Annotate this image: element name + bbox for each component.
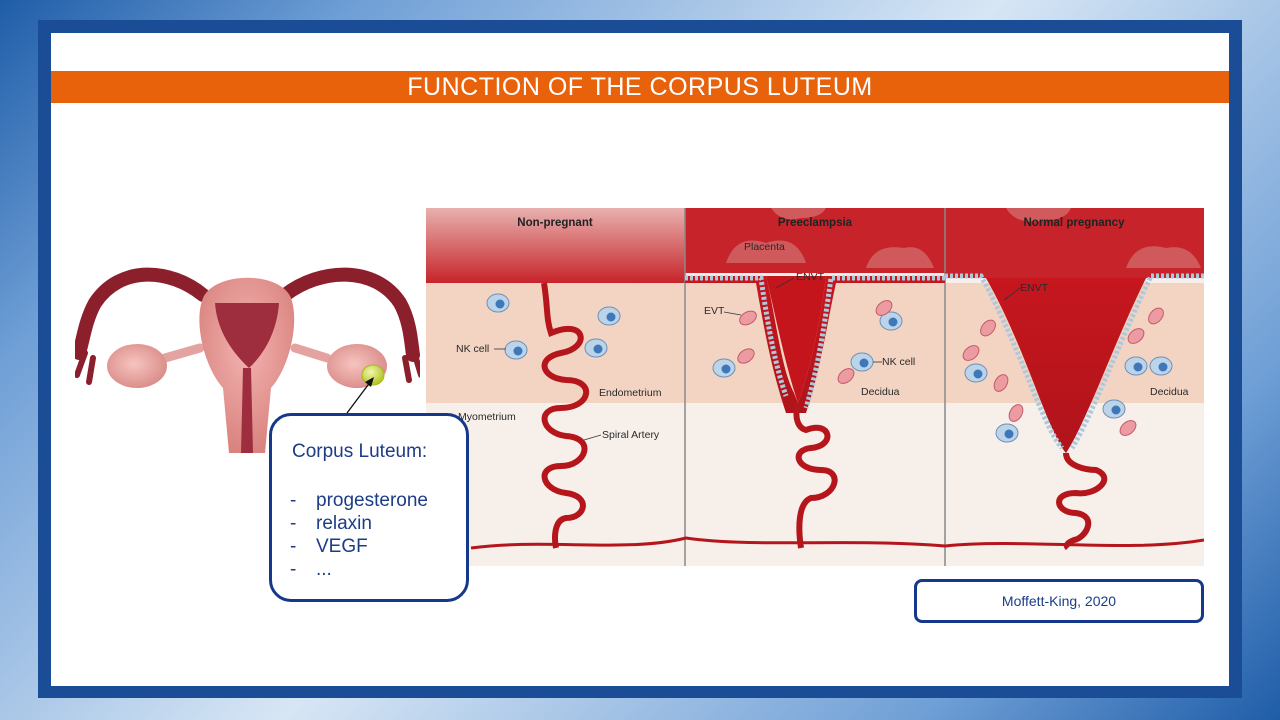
panel-heading-normal-pregnancy: Normal pregnancy	[1024, 217, 1126, 229]
title-bar: FUNCTION OF THE CORPUS LUTEUM	[51, 71, 1229, 103]
slide-title: FUNCTION OF THE CORPUS LUTEUM	[407, 72, 873, 101]
spiral-artery-diagram: Non-pregnant Preeclampsia Normal pregnan…	[426, 208, 1204, 566]
panel-heading-non-pregnant: Non-pregnant	[517, 217, 593, 229]
list-item: -progesterone	[290, 490, 428, 511]
panel-heading-preeclampsia: Preeclampsia	[778, 217, 853, 229]
uterus-illustration	[75, 267, 420, 453]
label-decidua-1: Decidua	[861, 386, 900, 398]
label-placenta: Placenta	[744, 241, 785, 253]
label-endometrium: Endometrium	[599, 387, 662, 399]
reference-box: Moffett-King, 2020	[914, 579, 1204, 623]
label-decidua-2: Decidua	[1150, 386, 1189, 398]
list-item: -...	[290, 559, 332, 580]
corpus-luteum-title: Corpus Luteum:	[292, 441, 428, 462]
pointer-arrow	[346, 377, 374, 414]
label-nk-cell-2: NK cell	[882, 356, 915, 368]
slide: FUNCTION OF THE CORPUS LUTEUM	[51, 33, 1229, 686]
label-nk-cell-1: NK cell	[456, 343, 489, 355]
corpus-luteum-list: -progesterone -relaxin -VEGF -...	[290, 489, 428, 581]
label-evt: EVT	[704, 305, 725, 317]
list-item: -relaxin	[290, 513, 372, 534]
corpus-luteum-box: Corpus Luteum: -progesterone -relaxin -V…	[269, 413, 469, 602]
label-spiral-artery: Spiral Artery	[602, 429, 660, 441]
list-item: -VEGF	[290, 536, 368, 557]
reference-text: Moffett-King, 2020	[1001, 593, 1117, 609]
label-envt-1: ENVT	[796, 271, 825, 283]
label-myometrium: Myometrium	[458, 411, 516, 423]
label-envt-2: ENVT	[1020, 282, 1049, 294]
